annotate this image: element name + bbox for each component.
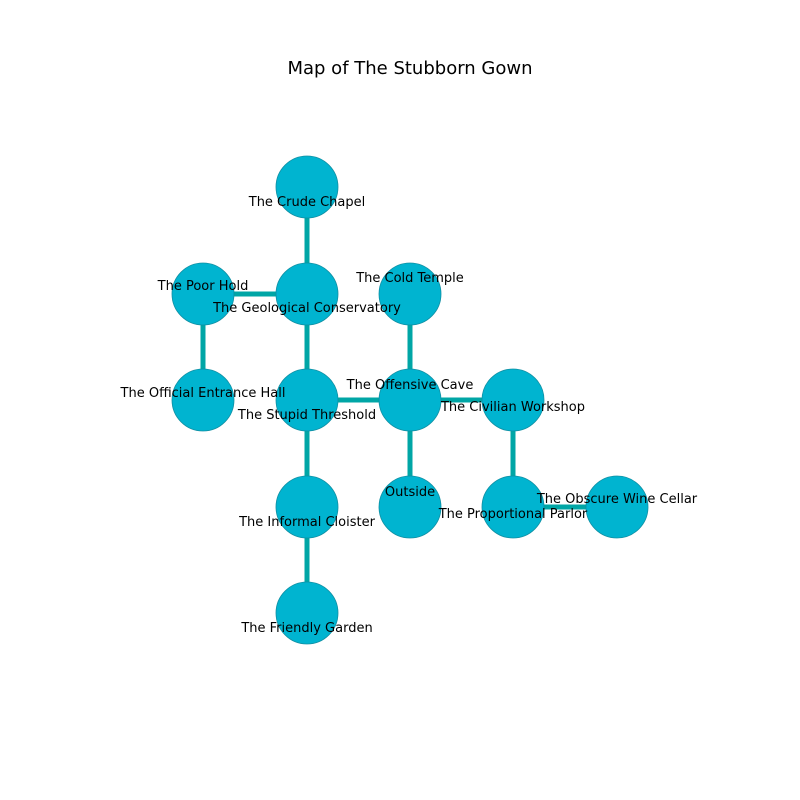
room-label-stupid-threshold: The Stupid Threshold [237,408,376,423]
room-node-geological-conservatory [275,262,339,326]
room-node-obscure-wine-cellar [585,475,649,539]
room-node-poor-hold [171,262,235,326]
room-node-offensive-cave [378,368,442,432]
room-label-proportional-parlor: The Proportional Parlor [438,507,588,522]
room-node-civilian-workshop [481,368,545,432]
room-label-geological-conservatory: The Geological Conservatory [212,301,401,316]
room-label-crude-chapel: The Crude Chapel [248,195,366,210]
room-label-offensive-cave: The Offensive Cave [346,378,474,393]
room-label-outside: Outside [385,485,435,500]
room-node-proportional-parlor [481,475,545,539]
room-label-poor-hold: The Poor Hold [157,279,249,294]
room-label-obscure-wine-cellar: The Obscure Wine Cellar [536,492,698,507]
room-node-stupid-threshold [275,368,339,432]
room-node-crude-chapel [275,155,339,219]
rooms-layer [171,155,649,645]
room-label-friendly-garden: The Friendly Garden [240,621,372,636]
room-node-friendly-garden [275,581,339,645]
room-label-civilian-workshop: The Civilian Workshop [440,400,585,415]
room-node-cold-temple [378,262,442,326]
room-label-cold-temple: The Cold Temple [355,271,464,286]
room-node-informal-cloister [275,475,339,539]
map-title: Map of The Stubborn Gown [287,58,532,79]
room-node-outside [378,475,442,539]
room-label-official-entrance-hall: The Official Entrance Hall [120,386,286,401]
room-node-official-entrance-hall [171,368,235,432]
room-label-informal-cloister: The Informal Cloister [238,515,376,530]
